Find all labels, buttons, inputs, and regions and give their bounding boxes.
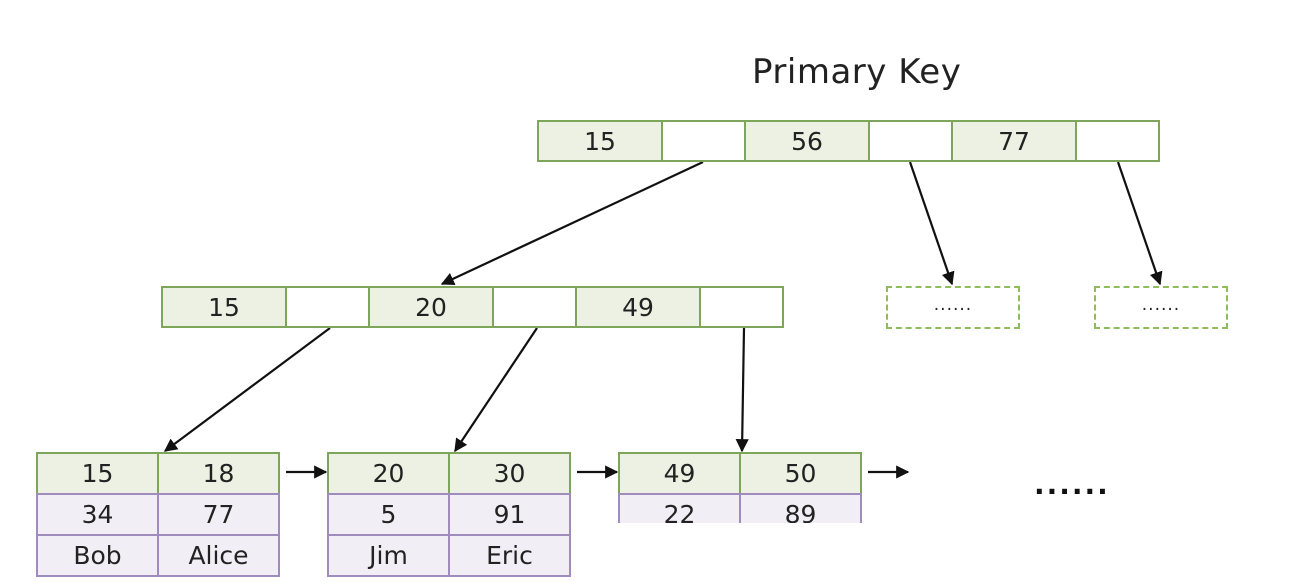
root-key-1: 15 [537,120,663,162]
arrow-root-to-internal [440,161,704,285]
leaf-2-key-row: 20 30 [327,452,571,495]
leaf-2-value-row: 5 91 [327,493,571,536]
root-pointer-2 [868,120,953,162]
leaf-2-key-2: 30 [448,452,571,495]
leaf-2-value-1: 5 [327,493,450,536]
internal-key-2: 20 [368,286,494,328]
leaf-node-1: 15 18 34 77 Bob Alice [36,452,280,577]
internal-key-3: 49 [575,286,701,328]
internal-key-1: 15 [161,286,287,328]
leaf-2-key-1: 20 [327,452,450,495]
internal-pointer-3 [699,286,784,328]
internal-pointer-2 [492,286,577,328]
internal-node: 15 20 49 [161,286,784,328]
arrow-internal-to-leaf-1 [163,327,331,452]
diagram-title: Primary Key [752,52,962,92]
leaf-1-name-2: Alice [157,534,280,577]
leaf-2-name-2: Eric [448,534,571,577]
arrow-root-to-stub-2 [1116,161,1163,286]
leaf-1-name-row: Bob Alice [36,534,280,577]
more-leaves-ellipsis: ...... [1034,468,1110,501]
leaf-2-name-1: Jim [327,534,450,577]
root-pointer-3 [1075,120,1160,162]
arrow-root-to-stub-1 [908,161,955,286]
stub-node-1: ...... [886,286,1020,329]
leaf-3-key-row: 49 50 [618,452,862,495]
leaf-1-value-1: 34 [36,493,159,536]
leaf-3-key-2: 50 [739,452,862,495]
leaf-1-value-row: 34 77 [36,493,280,536]
arrow-internal-to-leaf-3 [735,327,749,453]
stub-node-2: ...... [1094,286,1228,329]
leaf-3-key-1: 49 [618,452,741,495]
leaf-1-value-2: 77 [157,493,280,536]
leaf-1-name-1: Bob [36,534,159,577]
leaf-1-key-row: 15 18 [36,452,280,495]
root-key-3: 77 [951,120,1077,162]
leaf-2-name-row: Jim Eric [327,534,571,577]
root-pointer-1 [661,120,746,162]
occluding-white-area [612,523,1300,582]
root-key-2: 56 [744,120,870,162]
internal-pointer-1 [285,286,370,328]
root-node: 15 56 77 [537,120,1160,162]
arrow-internal-to-leaf-2 [454,327,538,453]
leaf-1-key-1: 15 [36,452,159,495]
leaf-node-2: 20 30 5 91 Jim Eric [327,452,571,577]
leaf-2-value-2: 91 [448,493,571,536]
leaf-1-key-2: 18 [157,452,280,495]
